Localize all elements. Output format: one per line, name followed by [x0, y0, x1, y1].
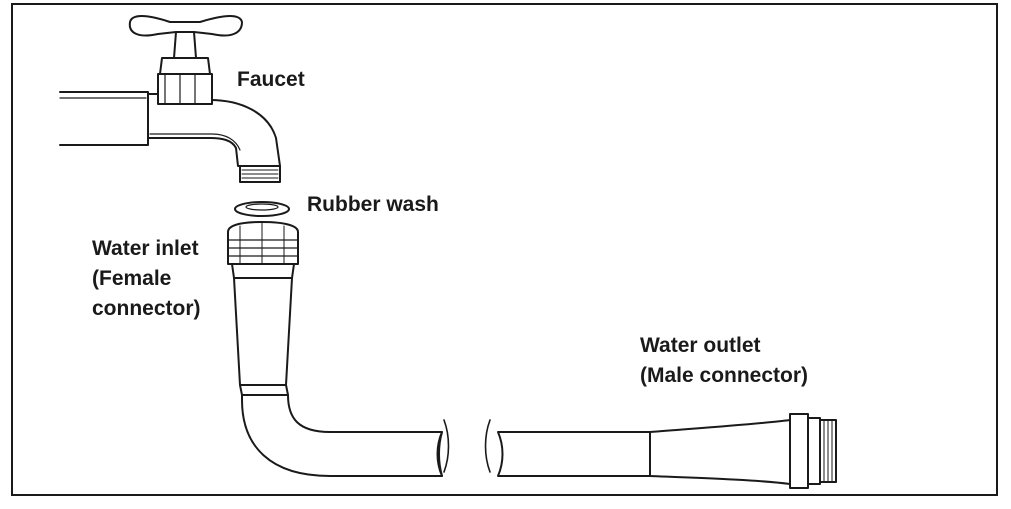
- faucet-label-text: Faucet: [237, 68, 305, 91]
- rubber-washer-illustration: [234, 201, 290, 217]
- water-outlet-label-line-1: Water outlet: [640, 334, 761, 357]
- water-outlet-label-line-2: (Male connector): [640, 364, 809, 387]
- hose-illustration: [227, 221, 837, 489]
- diagram-frame: [11, 3, 998, 496]
- faucet-label: Faucet: [237, 65, 305, 95]
- rubber-washer-label-text: Rubber wash: [307, 193, 439, 216]
- water-outlet-label: Water outlet (Male connector): [640, 331, 808, 391]
- water-inlet-label: Water inlet (Female connector): [92, 234, 201, 324]
- water-inlet-label-line-1: Water inlet: [92, 237, 199, 260]
- faucet-illustration: [59, 15, 281, 183]
- water-inlet-label-line-2: (Female: [92, 267, 172, 290]
- water-inlet-label-line-3: connector): [92, 297, 201, 320]
- rubber-washer-label: Rubber wash: [307, 190, 439, 220]
